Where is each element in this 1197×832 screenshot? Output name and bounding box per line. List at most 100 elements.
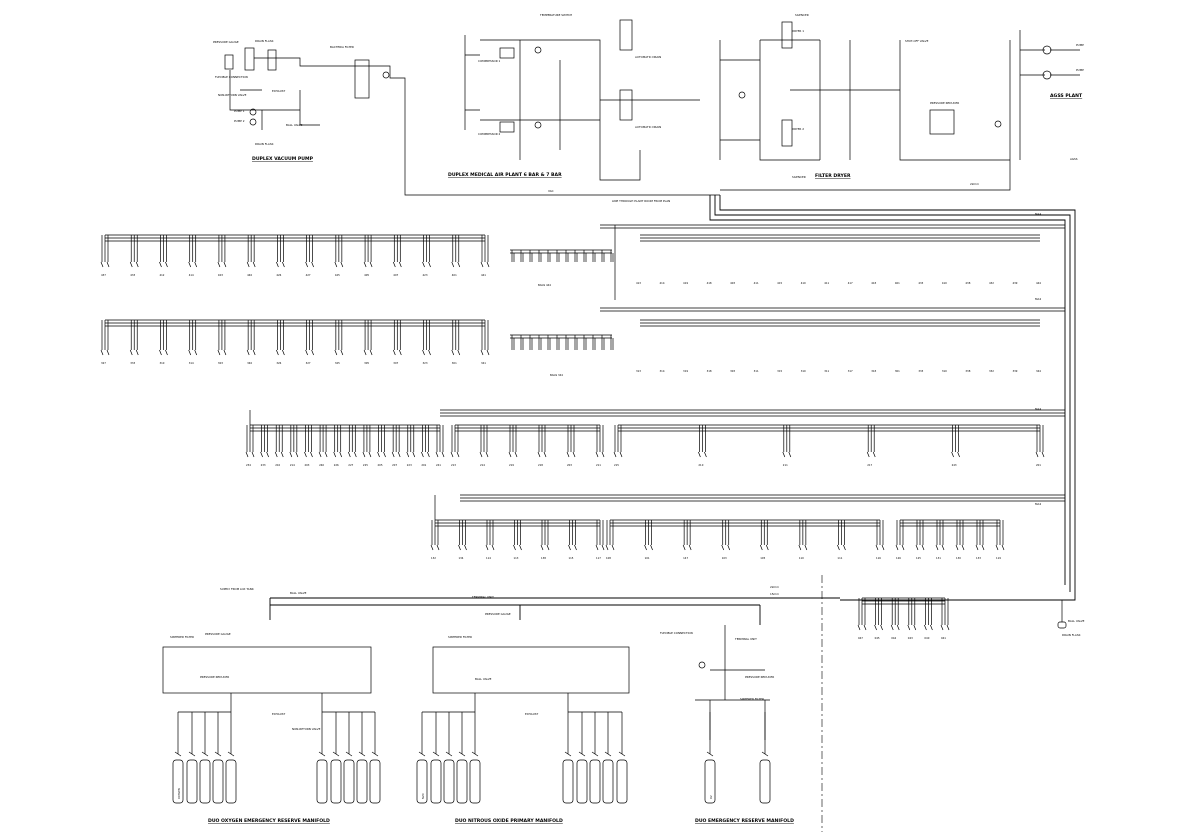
outlet-tag: 213: [451, 463, 456, 467]
gas-cylinder-icon: [704, 759, 716, 804]
terminal-unit-icon: [857, 624, 867, 631]
outlet-drop: [867, 425, 875, 452]
outlet-drop: [436, 425, 444, 452]
terminal-unit-icon: [513, 544, 522, 551]
label-ma4-4: MA4: [1035, 502, 1041, 506]
outlet-drop: [783, 425, 791, 452]
outlet-drop: [189, 320, 197, 350]
outlet-drop: [160, 235, 167, 262]
outlet-drop: [596, 425, 604, 452]
cylinder-valve-icon: [345, 751, 353, 757]
terminal-unit-icon: [480, 261, 490, 268]
outlet-tag: 125: [916, 556, 921, 560]
outlet-tag-secondary: 403: [730, 281, 735, 285]
terminal-unit-icon: [363, 349, 373, 356]
outlet-drop: [916, 520, 924, 545]
outlet-tag: 110: [799, 556, 804, 560]
outlet-tag: 225: [363, 463, 368, 467]
pressure-reducer-box: [929, 109, 955, 135]
outlet-tag-secondary: 311: [754, 369, 759, 373]
cylinder-valve-icon: [761, 751, 769, 757]
terminal-unit-icon: [188, 349, 198, 356]
terminal-unit-icon: [458, 544, 467, 551]
gas-cylinder-icon: [616, 759, 628, 804]
outlet-drop: [452, 235, 460, 262]
cylinder-valve-icon: [591, 751, 599, 757]
label-flexible-em: FLEXIBLE CONNECTION: [660, 631, 693, 635]
outlet-drop: [247, 235, 255, 262]
drain-flask-bottom-icon: [1057, 621, 1067, 629]
duplex-vacuum-pump-section: PRESSURE GAUGE DRAIN FLASK BACTERIA FILT…: [213, 39, 720, 196]
outlet-tag: 425: [335, 273, 340, 277]
bags-drop: [574, 335, 578, 350]
outlet-tag: 203: [304, 463, 309, 467]
gas-cylinder-icon: [343, 759, 355, 804]
label-pipe-size-top: 22mm: [970, 182, 979, 186]
title-oxygen-manifold: DUO OXYGEN EMERGENCY RESERVE MANIFOLD: [208, 818, 330, 824]
outlet-tag: 243: [952, 463, 957, 467]
outlet-tag: 327: [101, 361, 106, 365]
outlet-drop: [891, 598, 899, 625]
cylinder-valve-icon: [418, 751, 426, 757]
outlet-tag: 214: [480, 463, 485, 467]
main-riser-pipe: [719, 195, 1076, 601]
emergency-gauge-icon: [698, 661, 706, 669]
terminal-unit-icon: [915, 544, 925, 551]
terminal-unit-icon: [129, 261, 139, 268]
terminal-unit-icon: [430, 544, 440, 551]
vacuum-tank-icon: [244, 47, 255, 71]
outlet-tag-secondary: 303: [730, 369, 735, 373]
vacuum-gauge-icon: [382, 71, 390, 79]
outlet-tag-secondary: 432: [989, 281, 994, 285]
agss-pump-2-icon: [1042, 70, 1052, 80]
bags-drop: [529, 250, 533, 262]
terminal-unit-icon: [874, 624, 883, 631]
outlet-drop: [364, 235, 372, 262]
outlet-tag: 326: [276, 361, 281, 365]
outlet-tag: 234: [246, 463, 251, 467]
outlet-tag-secondary: 314: [660, 369, 665, 373]
terminal-unit-icon: [782, 451, 792, 458]
terminal-unit-icon: [595, 451, 605, 458]
drain-flask-icon: [267, 49, 277, 71]
outlet-drop: [996, 520, 1004, 545]
filter-gauge-icon: [738, 91, 746, 99]
bags-drop: [538, 335, 542, 350]
outlet-tag-secondary: 415: [777, 281, 782, 285]
outlet-drop: [423, 320, 430, 350]
outlet-drop: [941, 598, 949, 625]
outlet-tag: 341: [481, 361, 486, 365]
bags-drop: [565, 335, 569, 350]
terminal-unit-icon: [1035, 451, 1045, 458]
bags-drop: [511, 250, 515, 262]
gas-cylinder-icon: [456, 759, 468, 804]
label-ma4-1: MA4: [1035, 212, 1041, 216]
outlet-tag: 116: [876, 556, 881, 560]
outlet-drop: [392, 425, 400, 452]
outlet-drop: [306, 320, 313, 350]
compressor-intake-pipe: [464, 35, 480, 130]
label-pressure-gauge-n2o: PRESSURE GAUGE: [485, 612, 511, 616]
outlet-tag: 327: [306, 361, 311, 365]
terminal-unit-icon: [246, 261, 256, 268]
label-compressor-1: COMPRESSOR 1: [478, 59, 501, 63]
outlet-tag-secondary: 332: [989, 369, 994, 373]
outlet-tag: 211: [783, 463, 788, 467]
outlet-tag-secondary: 315: [777, 369, 782, 373]
terminal-unit-icon: [246, 349, 256, 356]
terminal-unit-icon: [129, 349, 139, 356]
outlet-tag: 437: [101, 273, 106, 277]
outlet-tag-secondary: 310: [801, 369, 806, 373]
outlet-tag-secondary: 339: [1012, 369, 1017, 373]
outlet-drop: [452, 320, 460, 350]
emergency-cylinders: O2: [704, 712, 771, 804]
terminal-unit-icon: [940, 624, 950, 631]
terminal-unit-icon: [837, 544, 846, 551]
title-nitrous-manifold: DUO NITROUS OXIDE PRIMARY MANIFOLD: [455, 818, 563, 824]
main-riser-pipe-3: [709, 195, 1066, 585]
terminal-unit-icon: [406, 451, 416, 458]
terminal-unit-icon: [568, 544, 577, 551]
gas-cylinder-icon: [369, 759, 381, 804]
air-plant-pipework: [480, 39, 700, 181]
